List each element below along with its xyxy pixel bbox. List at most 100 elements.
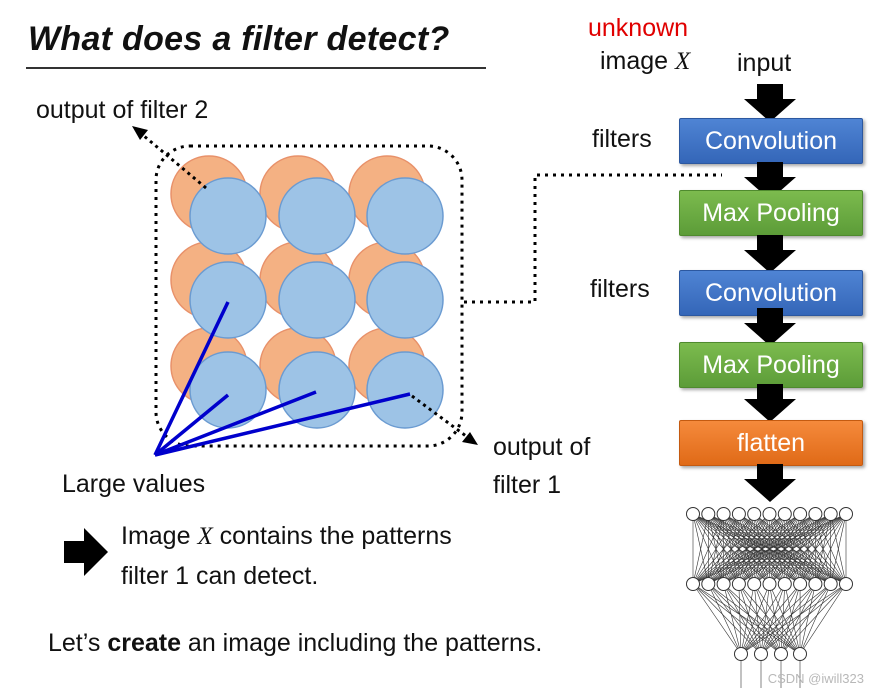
network-connection	[780, 583, 801, 655]
network-node	[716, 577, 731, 591]
filter1-output-circle	[366, 261, 444, 339]
network-node	[823, 577, 838, 591]
network-node	[754, 647, 768, 661]
network-node	[716, 507, 731, 521]
network-node	[686, 507, 700, 521]
network-node	[747, 577, 762, 591]
max-pooling-block-1: Max Pooling	[679, 190, 863, 236]
network-connection	[760, 583, 801, 655]
large-values-label: Large values	[62, 470, 206, 498]
network-connection	[753, 583, 782, 655]
network-connection	[738, 513, 847, 585]
network-connection	[692, 513, 709, 585]
network-connection	[692, 513, 816, 585]
pointer-line	[154, 392, 411, 457]
down-arrow-icon	[744, 308, 796, 346]
network-connection	[708, 583, 782, 655]
title-underline	[26, 67, 486, 69]
network-connection	[780, 583, 786, 655]
pointer-line	[154, 390, 317, 457]
network-node	[823, 507, 838, 521]
image-var: X	[675, 48, 691, 75]
network-connection	[740, 583, 847, 655]
down-arrow-icon	[744, 384, 796, 422]
filter2-pointer-arrowhead	[132, 126, 148, 140]
network-connection	[692, 513, 801, 585]
network-node	[701, 507, 716, 521]
network-node	[731, 507, 746, 521]
network-connection	[740, 583, 801, 655]
network-node	[793, 577, 808, 591]
network-node	[777, 507, 792, 521]
network-connection	[760, 583, 831, 655]
network-node	[839, 577, 853, 591]
large-value-pointers	[153, 301, 411, 457]
network-connection	[692, 513, 847, 585]
network-connection	[754, 513, 847, 585]
network-node	[762, 507, 777, 521]
network-connection	[740, 583, 770, 655]
network-node	[793, 647, 807, 661]
filter1-output-circle	[278, 351, 356, 429]
output-filter1-label-line2: filter 1	[493, 471, 562, 499]
network-connection	[780, 583, 816, 655]
filter1-output-circle	[278, 177, 356, 255]
fully-connected-network	[686, 507, 853, 688]
conclusion-line2: filter 1 can detect.	[121, 562, 319, 590]
network-connection	[760, 583, 770, 655]
network-connection	[760, 583, 816, 655]
unknown-label: unknown	[588, 14, 689, 42]
bottom-text-bold: create	[107, 629, 181, 657]
network-connection	[753, 583, 762, 655]
network-node	[701, 577, 716, 591]
network-connection	[815, 513, 847, 585]
filter1-output-circle	[366, 177, 444, 255]
down-arrow-icon	[744, 235, 796, 273]
image-x-label: image X	[600, 47, 690, 76]
network-connection	[780, 583, 831, 655]
network-connection	[738, 583, 762, 655]
network-connection	[692, 513, 785, 585]
input-label: input	[737, 49, 792, 77]
conclusion-var: X	[197, 523, 213, 550]
convolution-block-1: Convolution	[679, 118, 863, 164]
network-node	[839, 507, 853, 521]
network-connection	[692, 513, 770, 585]
output-filter1-label-line1: output of	[493, 433, 591, 461]
pointer-line	[153, 393, 230, 457]
network-connection	[692, 513, 724, 585]
conclusion-arrow-icon	[64, 528, 108, 576]
down-arrow-icon	[744, 84, 796, 122]
bottom-text: Let’s create an image including the patt…	[48, 629, 542, 658]
network-connection	[769, 583, 782, 655]
network-connection	[692, 513, 755, 585]
network-connection	[692, 583, 782, 655]
network-connection	[738, 583, 801, 655]
network-node	[793, 507, 808, 521]
network-connection	[708, 583, 742, 655]
network-connection	[738, 583, 742, 655]
network-connection	[760, 583, 786, 655]
filter1-output-circle	[278, 261, 356, 339]
filters-label-1: filters	[592, 125, 652, 153]
network-node	[774, 647, 788, 661]
page-title: What does a filter detect?	[28, 20, 450, 58]
network-connection	[740, 583, 831, 655]
network-node	[734, 647, 748, 661]
filter1-pointer-line	[411, 394, 467, 438]
network-node	[777, 577, 792, 591]
output-filter2-label: output of filter 2	[36, 96, 209, 124]
conclusion-pre: Image	[121, 522, 198, 550]
network-connection	[799, 583, 816, 655]
network-connection	[740, 583, 786, 655]
network-connection	[708, 583, 762, 655]
network-node	[762, 577, 777, 591]
network-node	[747, 507, 762, 521]
watermark: CSDN @iwill323	[767, 671, 864, 686]
network-connection	[723, 583, 762, 655]
conclusion-line1: Image X contains the patterns	[121, 522, 452, 551]
conclusion-post: contains the patterns	[212, 522, 452, 550]
network-connection	[769, 513, 847, 585]
network-connection	[784, 583, 801, 655]
